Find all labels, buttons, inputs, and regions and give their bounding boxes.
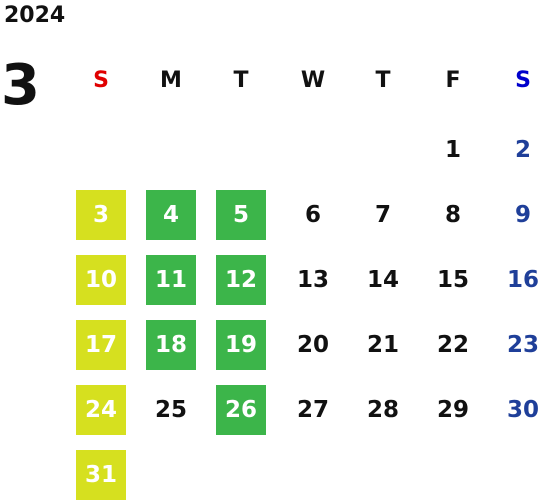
day-cell-10[interactable]: 10 [76,255,126,305]
weekday-mon: M [160,68,182,93]
day-cell-17[interactable]: 17 [76,320,126,370]
day-cell-21[interactable]: 21 [366,332,399,358]
day-cell-4[interactable]: 4 [146,190,196,240]
weekday-tue: T [233,68,249,93]
day-cell-2[interactable]: 2 [514,137,531,163]
day-cell-13[interactable]: 13 [296,267,329,293]
day-cell-26[interactable]: 26 [216,385,266,435]
day-cell-31[interactable]: 31 [76,450,126,500]
day-cell-12[interactable]: 12 [216,255,266,305]
weekday-fri: F [445,68,461,93]
day-cell-20[interactable]: 20 [296,332,329,358]
day-cell-30[interactable]: 30 [506,397,539,423]
day-cell-29[interactable]: 29 [436,397,469,423]
day-cell-18[interactable]: 18 [146,320,196,370]
day-cell-9[interactable]: 9 [514,202,531,228]
day-cell-27[interactable]: 27 [296,397,329,423]
day-cell-22[interactable]: 22 [436,332,469,358]
day-cell-25[interactable]: 25 [154,397,187,423]
day-cell-23[interactable]: 23 [506,332,539,358]
weekday-sat: S [515,68,531,93]
weekday-wed: W [300,68,326,93]
day-cell-11[interactable]: 11 [146,255,196,305]
weekday-thu: T [375,68,391,93]
day-cell-16[interactable]: 16 [506,267,539,293]
day-cell-5[interactable]: 5 [216,190,266,240]
weekday-sun: S [93,68,109,93]
day-cell-24[interactable]: 24 [76,385,126,435]
calendar-year: 2024 [4,3,66,28]
day-cell-19[interactable]: 19 [216,320,266,370]
day-cell-1[interactable]: 1 [444,137,461,163]
day-cell-8[interactable]: 8 [444,202,461,228]
day-cell-3[interactable]: 3 [76,190,126,240]
day-cell-28[interactable]: 28 [366,397,399,423]
day-cell-14[interactable]: 14 [366,267,399,293]
day-cell-15[interactable]: 15 [436,267,469,293]
day-cell-7[interactable]: 7 [374,202,391,228]
calendar-month: 3 [1,53,40,118]
day-cell-6[interactable]: 6 [304,202,321,228]
